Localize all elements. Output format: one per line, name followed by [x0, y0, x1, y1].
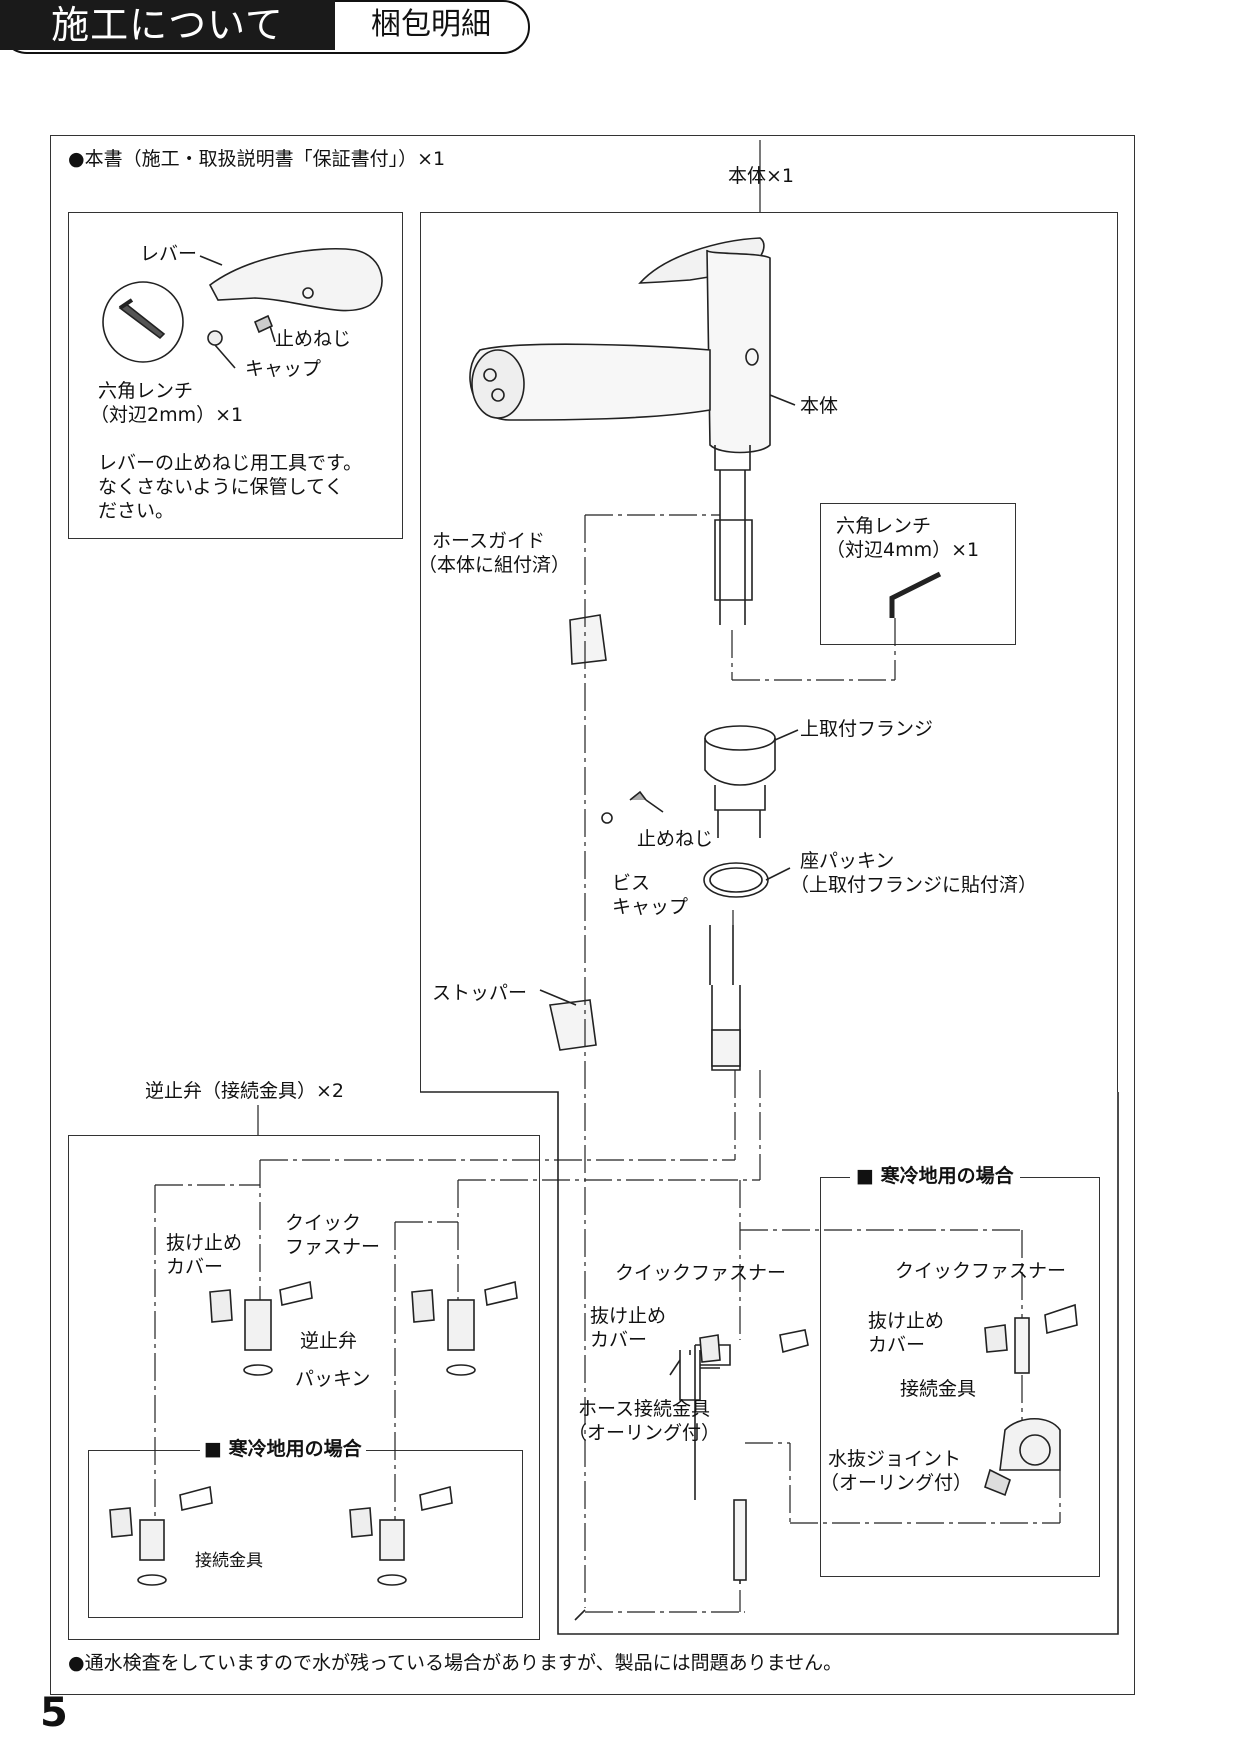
cv-fastener-label-2: ファスナー [285, 1236, 381, 1258]
hose-fitting-icon [669, 1329, 809, 1584]
cv-fastener-label-1: クイック [285, 1212, 362, 1234]
stopper-label: ストッパー [432, 982, 528, 1004]
packing-label: パッキン [295, 1368, 371, 1390]
wrench4-box [820, 503, 1016, 645]
hose-guide-note: （本体に組付済） [418, 554, 571, 576]
hose-guide-label: ホースガイド [432, 530, 546, 552]
body-count-label: 本体×1 [728, 165, 795, 187]
hose-cover-label-1: 抜け止め [590, 1305, 667, 1327]
lever-wrench-box [68, 212, 403, 539]
seat-packing-note: （上取付フランジに貼付済） [790, 874, 1038, 896]
cold-quick-fastener-label: クイックファスナー [895, 1260, 1067, 1282]
upper-flange-label: 上取付フランジ [800, 718, 934, 740]
flange-set-screw-label: 止めねじ [637, 828, 714, 850]
lever-icon [208, 247, 383, 312]
check-valve-box [68, 1135, 540, 1640]
drain-joint-icon [984, 1303, 1078, 1497]
seat-packing-label: 座パッキン [800, 850, 895, 872]
drain-joint-note: （オーリング付） [820, 1472, 973, 1494]
stopper-icon [549, 999, 597, 1051]
hose-fitting-note: （オーリング付） [568, 1422, 721, 1444]
seat-packing-icon [703, 862, 769, 898]
manual-note: ●本書（施工・取扱説明書「保証書付」）×1 [68, 148, 446, 170]
wrench-2mm-label: 六角レンチ [98, 380, 194, 402]
body-label: 本体 [800, 395, 839, 417]
faucet-body-icon [469, 237, 771, 625]
section-header: 施工について 梱包明細 [0, 0, 530, 54]
section-subtitle: 梱包明細 [371, 7, 491, 42]
check-valve-icons [109, 1280, 518, 1586]
cap-label: キャップ [245, 358, 322, 380]
hose-cover-label-2: カバー [590, 1329, 648, 1351]
set-screw-label: 止めねじ [275, 328, 352, 350]
footer-note: ●通水検査をしていますので水が残っている場合がありますが、製品には問題ありません… [68, 1652, 843, 1674]
cv-cover-label-2: カバー [166, 1256, 224, 1278]
check-valve-label: 逆止弁 [300, 1330, 358, 1352]
screw-cap-label-1: ビス [612, 872, 651, 894]
lever-label: レバー [140, 243, 198, 265]
wrench-desc-1: レバーの止めねじ用工具です。 [98, 452, 363, 474]
cold-cover-label-1: 抜け止め [868, 1310, 945, 1332]
page-number: 5 [40, 1690, 68, 1736]
hose-quick-fastener-label: クイックファスナー [615, 1262, 787, 1284]
wrench-desc-3: ださい。 [98, 500, 175, 522]
screw-cap-label-2: キャップ [612, 896, 689, 918]
drain-joint-label: 水抜ジョイント [828, 1448, 962, 1470]
section-title: 施工について [0, 0, 335, 50]
cold-title-right: ■ 寒冷地用の場合 [850, 1165, 1020, 1188]
check-valve-box-title: 逆止弁（接続金具）×2 [145, 1080, 345, 1102]
wrench-desc-2: なくさないように保管してく [98, 476, 344, 498]
wrench-2mm-size: （対辺2mm）×1 [90, 404, 244, 426]
fitting-label-left: 接続金具 [195, 1551, 263, 1571]
cold-fitting-label: 接続金具 [900, 1378, 977, 1400]
cold-title-left: ■ 寒冷地用の場合 [200, 1438, 366, 1461]
wrench-2mm-icon [102, 281, 184, 363]
main-body-box [420, 212, 1118, 1092]
contents-frame [50, 135, 1135, 1695]
upper-flange-icon [704, 725, 776, 838]
wrench-4mm-label: 六角レンチ [836, 515, 932, 537]
cv-cover-label-1: 抜け止め [166, 1232, 243, 1254]
wrench-4mm-size: （対辺4mm）×1 [826, 539, 980, 561]
wrench-4mm-icon [889, 571, 942, 618]
hose-fitting-label: ホース接続金具 [578, 1398, 711, 1420]
cold-cover-label-2: カバー [868, 1334, 926, 1356]
hose-guide-icon [569, 614, 607, 665]
